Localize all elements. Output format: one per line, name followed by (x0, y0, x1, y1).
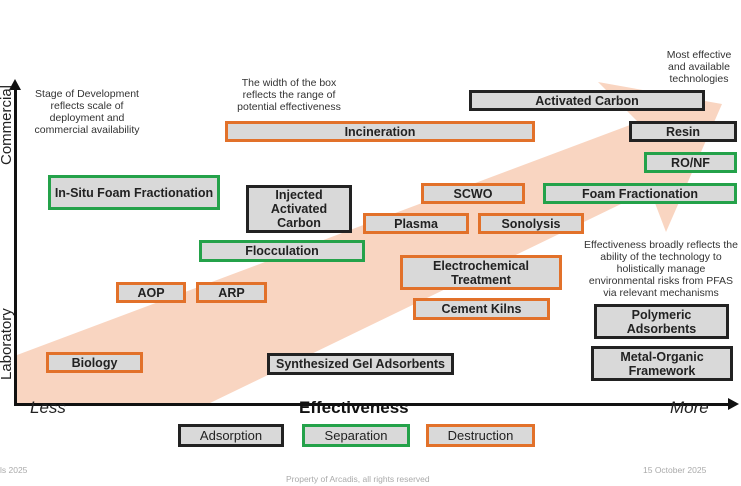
note-stage-of-development: Stage of Development reflects scale of d… (34, 88, 140, 136)
tech-box-ro-nf: RO/NF (644, 152, 737, 173)
tech-box-metal-organic-framework: Metal-Organic Framework (591, 346, 733, 381)
y-axis (14, 84, 17, 406)
tech-box-in-situ-foam-fractionation: In-Situ Foam Fractionation (48, 175, 220, 210)
footer-center: Property of Arcadis, all rights reserved (286, 474, 430, 484)
tech-box-aop: AOP (116, 282, 186, 303)
x-axis-label-more: More (670, 398, 709, 417)
tech-box-injected-activated-carbon: Injected Activated Carbon (246, 185, 352, 233)
tech-box-cement-kilns: Cement Kilns (413, 298, 550, 320)
tech-box-scwo: SCWO (421, 183, 525, 204)
x-axis (14, 403, 730, 406)
tech-box-biology: Biology (46, 352, 143, 373)
x-axis-title: Effectiveness (299, 398, 409, 417)
trend-arrow-shape (17, 82, 722, 403)
legend-adsorption: Adsorption (178, 424, 284, 447)
y-axis-label-laboratory: Laboratory (0, 308, 15, 380)
tech-box-resin: Resin (629, 121, 737, 142)
tech-box-arp: ARP (196, 282, 267, 303)
x-axis-label-less: Less (30, 398, 66, 417)
x-axis-arrowhead-icon (728, 398, 739, 410)
note-effectiveness: Effectiveness broadly reflects the abili… (584, 239, 738, 299)
tech-box-synthesized-gel-adsorbents: Synthesized Gel Adsorbents (267, 353, 454, 375)
legend-destruction: Destruction (426, 424, 535, 447)
y-axis-arrowhead-icon (9, 79, 21, 90)
footer-right: 15 October 2025 (643, 465, 707, 475)
footer-left: ls 2025 (0, 465, 28, 475)
note-box-width: The width of the box reflects the range … (237, 77, 341, 113)
tech-box-plasma: Plasma (363, 213, 469, 234)
tech-box-foam-fractionation: Foam Fractionation (543, 183, 737, 204)
tech-box-sonolysis: Sonolysis (478, 213, 584, 234)
tech-box-electrochemical-treatment: Electrochemical Treatment (400, 255, 562, 290)
y-axis-label-commercial: Commercial (0, 84, 15, 165)
tech-box-activated-carbon: Activated Carbon (469, 90, 705, 111)
tech-box-flocculation: Flocculation (199, 240, 365, 262)
tech-box-polymeric-adsorbents: Polymeric Adsorbents (594, 304, 729, 339)
note-most-effective: Most effective and available technologie… (666, 49, 732, 85)
tech-box-incineration: Incineration (225, 121, 535, 142)
legend-separation: Separation (302, 424, 410, 447)
